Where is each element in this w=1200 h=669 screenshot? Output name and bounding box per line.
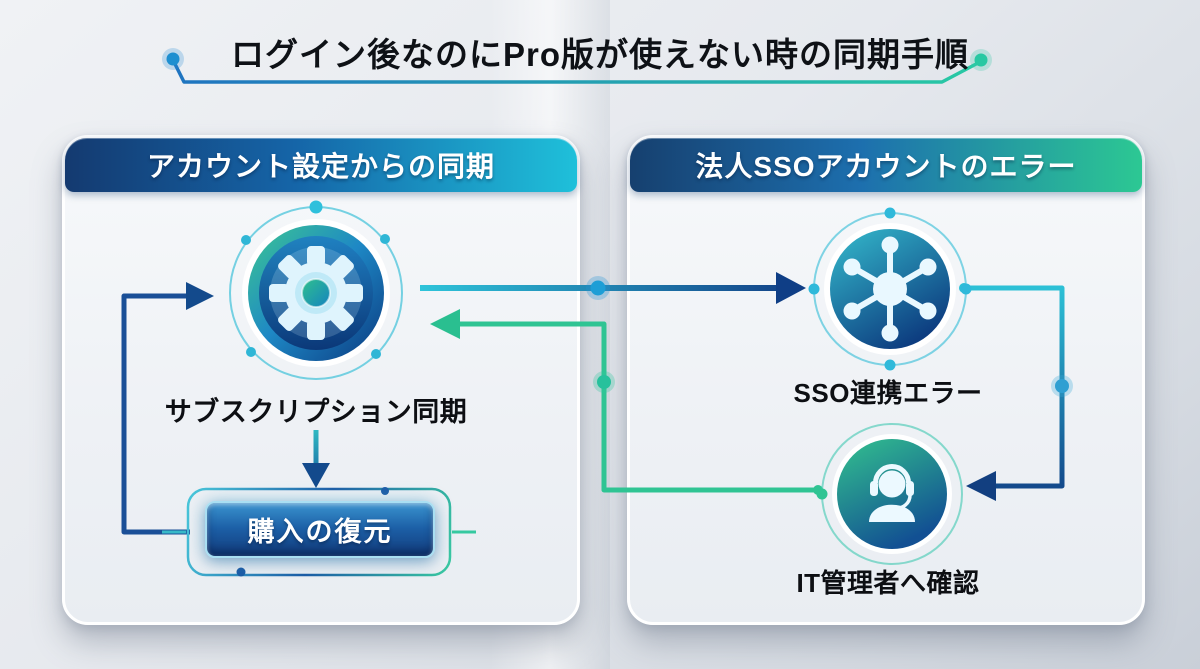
label-subscription-sync: サブスクリプション同期 <box>164 397 468 427</box>
title-dot-left <box>166 52 180 66</box>
label-sso-error: SSO連携エラー <box>793 378 983 408</box>
page-title: ログイン後なのにPro版が使えない時の同期手順 <box>230 36 969 73</box>
panel-header-account-settings: アカウント設定からの同期 <box>65 138 577 192</box>
network-hub-icon <box>808 207 972 371</box>
arrow-itadmin-to-sync <box>430 309 823 495</box>
arrow-sync-to-sso <box>420 272 806 304</box>
arrow-restore-to-sync <box>121 282 214 535</box>
panel-header-sso-error: 法人SSOアカウントのエラー <box>630 138 1142 192</box>
label-it-admin-check: IT管理者へ確認 <box>796 568 980 598</box>
title-dot-right <box>974 53 988 67</box>
panel-account-settings: アカウント設定からの同期 <box>62 135 580 625</box>
gear-icon <box>229 200 403 380</box>
restore-purchase-button[interactable]: 購入の復元 <box>205 501 435 558</box>
headset-agent-icon <box>816 423 963 565</box>
restore-button-frame <box>162 487 476 577</box>
arrow-sync-to-restore <box>302 430 330 488</box>
title-underline-decoration <box>162 48 992 84</box>
